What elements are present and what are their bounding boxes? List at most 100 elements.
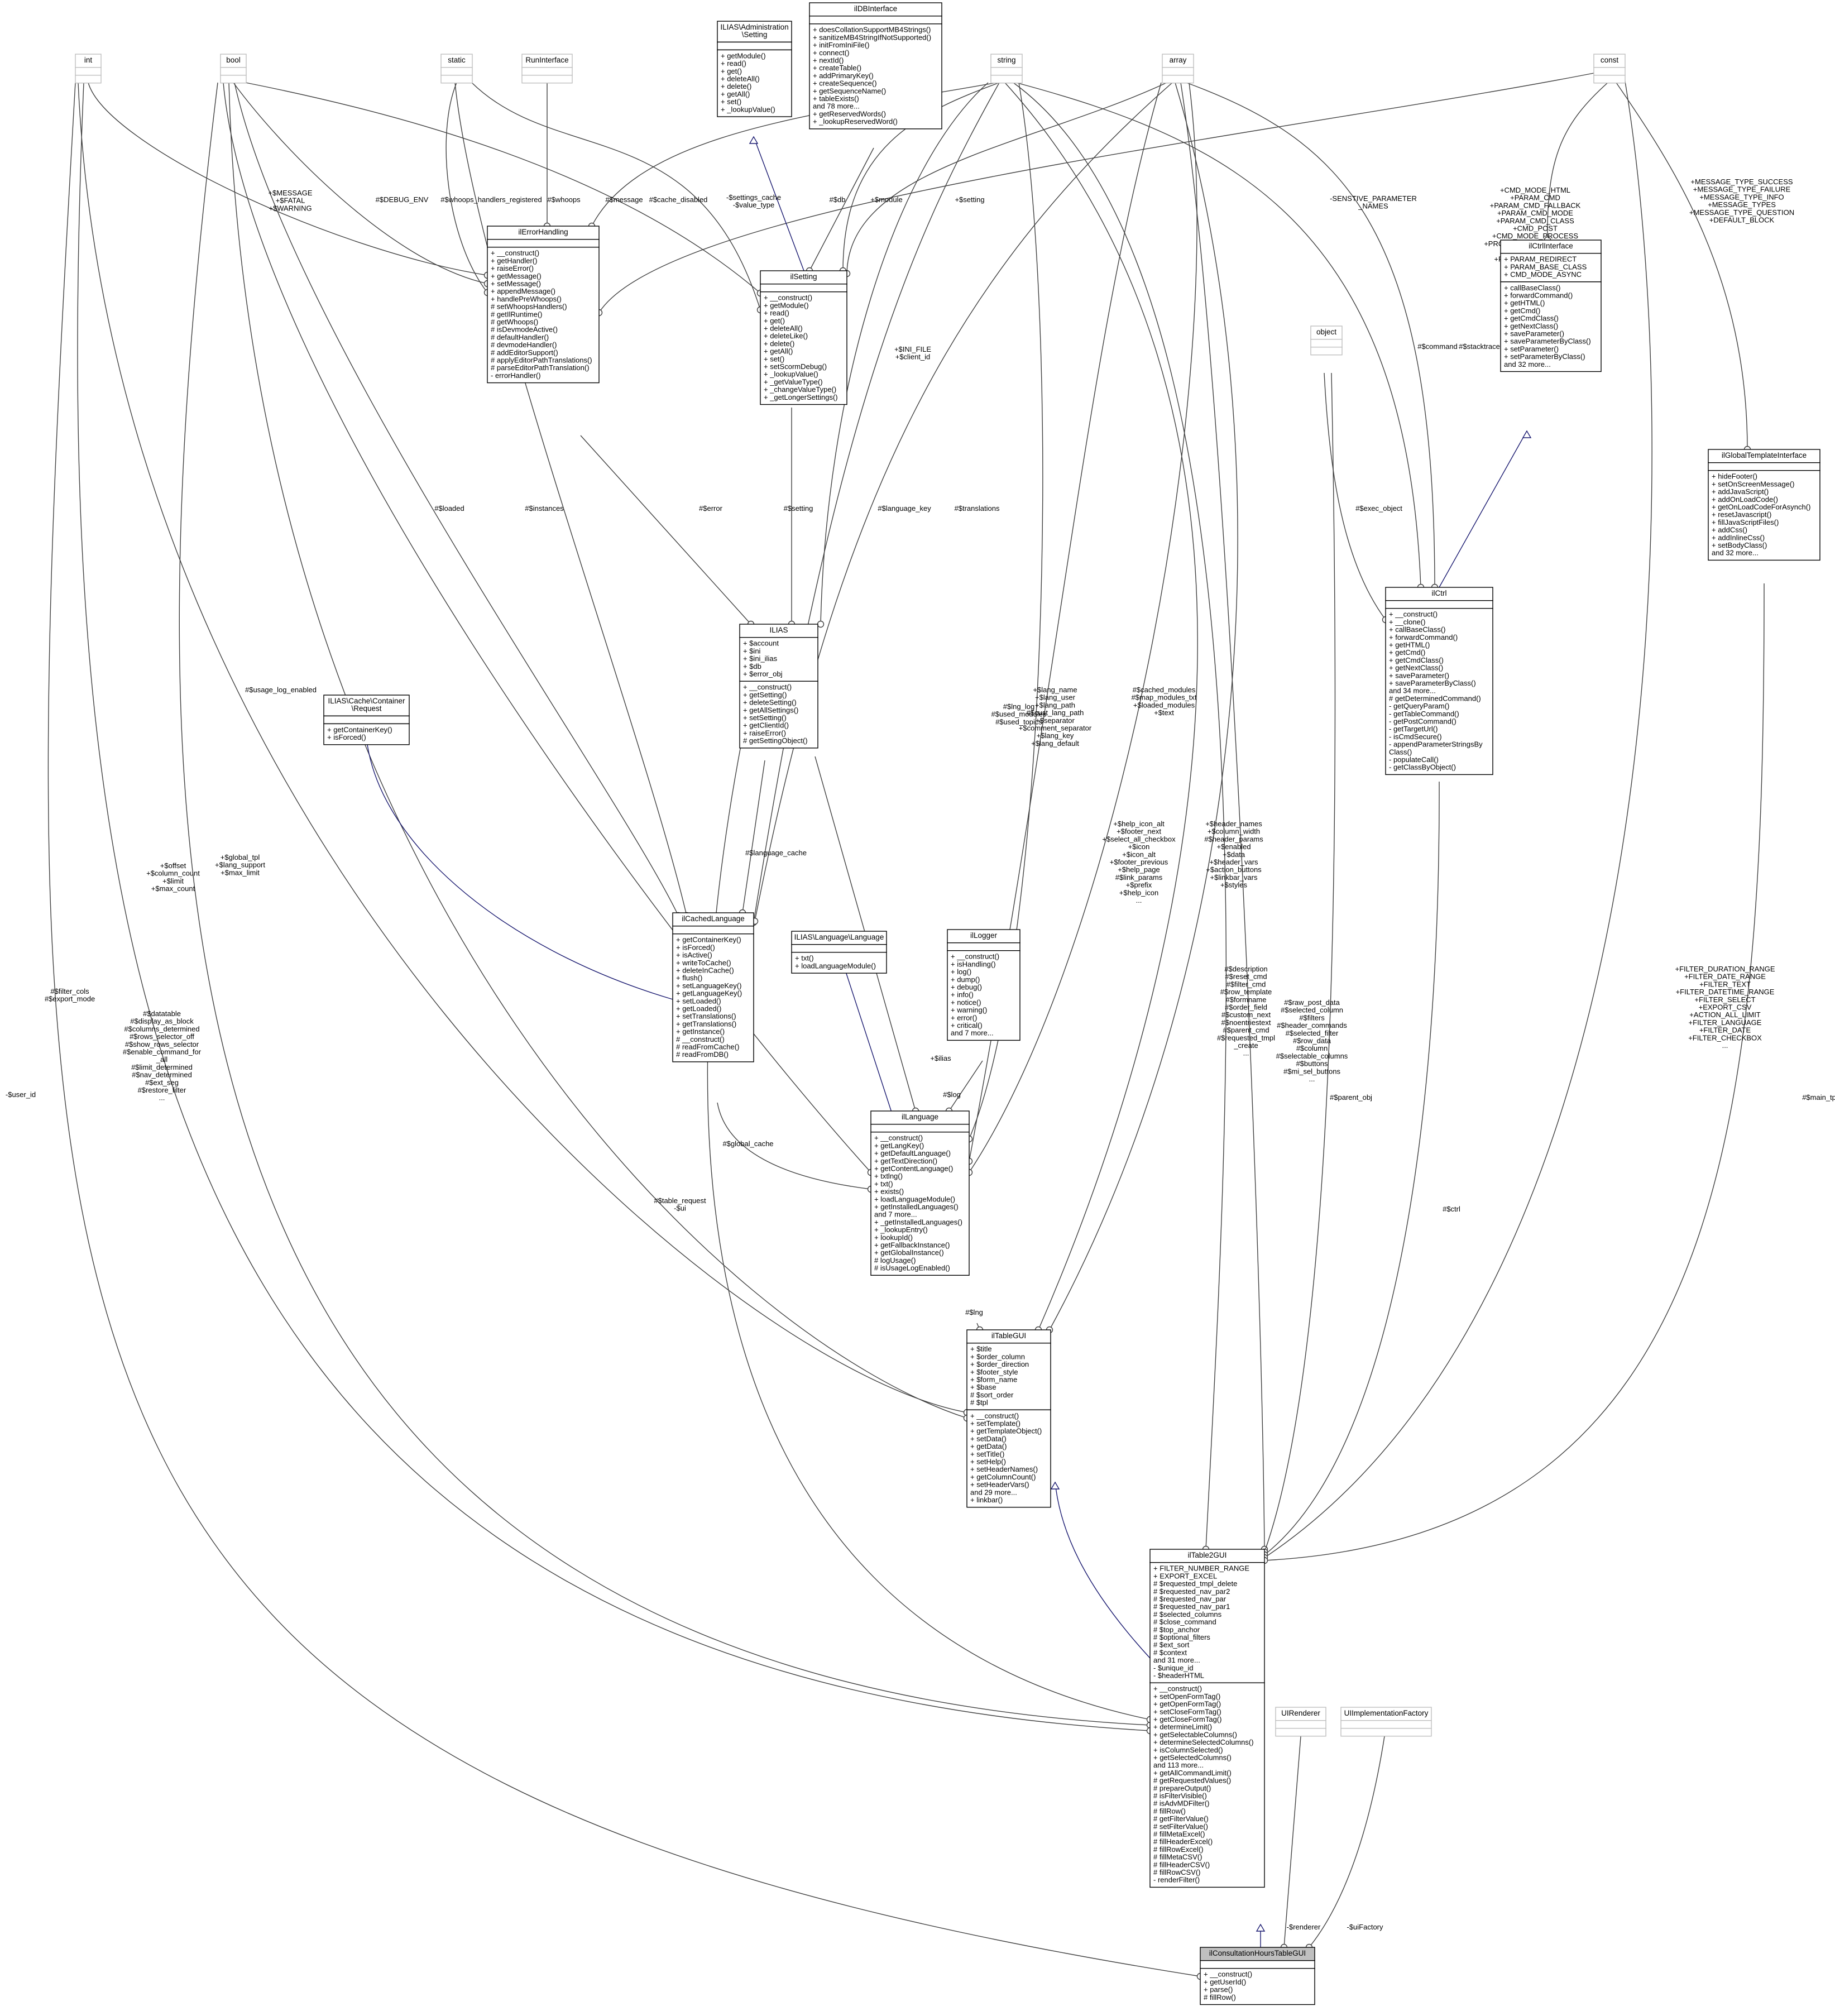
edge-label: +FILTER_DATE_RANGE (1684, 973, 1766, 981)
class-operation: # getWhoops() (491, 318, 538, 326)
class-operation: # fillRowCSV() (1153, 1868, 1201, 1876)
class-attribute: + PARAM_REDIRECT (1504, 255, 1577, 264)
inheritance-arrow-icon (1522, 430, 1532, 438)
class-ilLogger: ilLogger+ __construct()+ isHandling()+ l… (947, 929, 1020, 1041)
class-title: static (448, 56, 466, 64)
edge-label: +$limit (162, 877, 184, 885)
class-attribute: + EXPORT_EXCEL (1153, 1572, 1217, 1580)
edge-label: +PARAM_CMD (1510, 194, 1560, 202)
class-operation: + raiseError() (743, 729, 786, 737)
class-title: RunInterface (525, 56, 568, 64)
class-operation: - getPostCommand() (1389, 717, 1456, 726)
association-edge (969, 82, 1197, 1173)
association-edge (1049, 82, 1238, 1330)
edge-label: _NAMES (1358, 202, 1388, 210)
edge-label: #$message (605, 195, 643, 204)
class-ops-bool (220, 74, 247, 84)
class-operation: + deleteLike() (764, 332, 808, 340)
association-edge (233, 82, 488, 284)
association-edge (1264, 78, 1652, 1558)
class-attribute: + $account (743, 639, 779, 648)
class-operation: # addEditorSupport() (491, 348, 558, 357)
class-operation: + getClientId() (743, 721, 789, 730)
class-operation: + __construct() (1153, 1684, 1202, 1693)
class-attrs-ilTable2GUI (1149, 1562, 1265, 1683)
edge-label: #$parent_cmd (1223, 1026, 1269, 1035)
class-operation: + _lookupEntry() (874, 1225, 928, 1234)
edge-label: #$header_commands (1277, 1021, 1347, 1029)
class-operation: + read() (764, 309, 789, 317)
edge-label: ... (1722, 1041, 1728, 1050)
class-operation: + addJavaScript() (1712, 487, 1769, 496)
class-operation: # isDevmodeActive() (491, 325, 558, 334)
class-operation: + addInlineCss() (1712, 533, 1765, 542)
class-attribute: - $unique_id (1153, 1664, 1194, 1672)
class-operation: + getData() (970, 1442, 1007, 1450)
class-operation: + getContainerKey() (676, 936, 741, 944)
class-title: ilGlobalTemplateInterface (1722, 451, 1807, 459)
edge-label: +DEFAULT_BLOCK (1709, 216, 1775, 224)
class-operation: - getTableCommand() (1389, 710, 1459, 718)
class-operation: + exists() (874, 1187, 904, 1196)
edge-label: +$ilias (930, 1054, 951, 1062)
edge-label: #$custom_next (1221, 1011, 1271, 1019)
class-operation: + setHeaderNames() (970, 1465, 1038, 1473)
class-ilConsultationHoursTableGUI: ilConsultationHoursTableGUI+ __construct… (1200, 1947, 1315, 2005)
class-operation: + getSetting() (743, 691, 787, 699)
class-ilCtrlInterface: ilCtrlInterface+ PARAM_REDIRECT+ PARAM_B… (1500, 240, 1602, 372)
class-operation: # isAdvMDFilter() (1153, 1799, 1209, 1808)
association-edge (1616, 82, 1748, 450)
edge-label: #$log (943, 1090, 961, 1099)
class-attrs-ilSetting (760, 284, 847, 293)
class-operation: + callBaseClass() (1504, 284, 1561, 292)
class-ilErrorHandling: ilErrorHandling+ __construct()+ getHandl… (487, 226, 600, 384)
class-operation: + txtlng() (874, 1172, 903, 1180)
class-operation: # applyEditorPathTranslations() (491, 356, 592, 365)
class-operation: + setParameter() (1504, 344, 1559, 353)
class-operation: + addOnLoadCode() (1712, 495, 1778, 504)
edge-label: +$help_page (1118, 865, 1160, 874)
class-operation: + lookupId() (874, 1233, 913, 1242)
class-operation: + resetJavascript() (1712, 510, 1771, 519)
class-operation: + getAll() (764, 347, 793, 356)
edge-label: #$selected_filter (1286, 1029, 1339, 1037)
class-attribute: + $base (970, 1383, 996, 1391)
edge-label: #$usage_log_enabled (245, 686, 317, 694)
class-title: ilLogger (970, 931, 998, 940)
class-operation: + _getLongerSettings() (764, 393, 838, 401)
class-operation: + getSelectableColumns() (1153, 1730, 1237, 1739)
class-title: UIRenderer (1281, 1709, 1320, 1717)
class-operation: + setTemplate() (970, 1419, 1020, 1428)
edge-label: #$formname (1226, 995, 1267, 1004)
class-operation: # fillRow() (1153, 1807, 1186, 1815)
inheritance-arrow-icon (749, 136, 759, 144)
class-attribute: # $selected_columns (1153, 1610, 1222, 1618)
edge-label: +$MESSAGE (268, 189, 312, 197)
edge-label: +$comment_separator (1019, 724, 1092, 732)
class-operation: + flush() (676, 974, 702, 982)
edge-label: +$action_buttons (1206, 865, 1262, 874)
class-title: ilDBInterface (854, 4, 897, 13)
class-operation: - populateCall() (1389, 755, 1439, 764)
edge-label: #$setting (784, 504, 813, 513)
class-operation: + dump() (951, 975, 980, 984)
edge-label: +PARAM_CMD_MODE (1497, 209, 1573, 217)
class-operation: + getModule() (764, 301, 809, 309)
edge-label: #$selected_column (1281, 1006, 1343, 1014)
class-attribute: + PARAM_BASE_CLASS (1504, 262, 1587, 271)
class-title: ilCtrl (1432, 589, 1447, 597)
class-operation: + isHandling() (951, 960, 996, 968)
class-operation: + getUserId() (1204, 1977, 1246, 1986)
class-operation: + getInstalledLanguages() (874, 1203, 959, 1211)
class-attribute: + $error_obj (743, 670, 783, 678)
class-operation: + deleteAll() (764, 324, 803, 333)
class-title: \Request (351, 705, 381, 713)
edge-label: +$header_vars (1209, 858, 1258, 866)
class-array: array (1162, 54, 1194, 84)
edge-label: #$enable_command_for (123, 1048, 202, 1056)
edge-label: +$column_width (1208, 827, 1260, 836)
edge-label: #$buttons (1296, 1060, 1328, 1068)
edge-label: #$lng (965, 1308, 983, 1316)
inheritance-arrow-icon (1050, 1481, 1060, 1490)
class-operation: # getSettingObject() (743, 736, 808, 745)
